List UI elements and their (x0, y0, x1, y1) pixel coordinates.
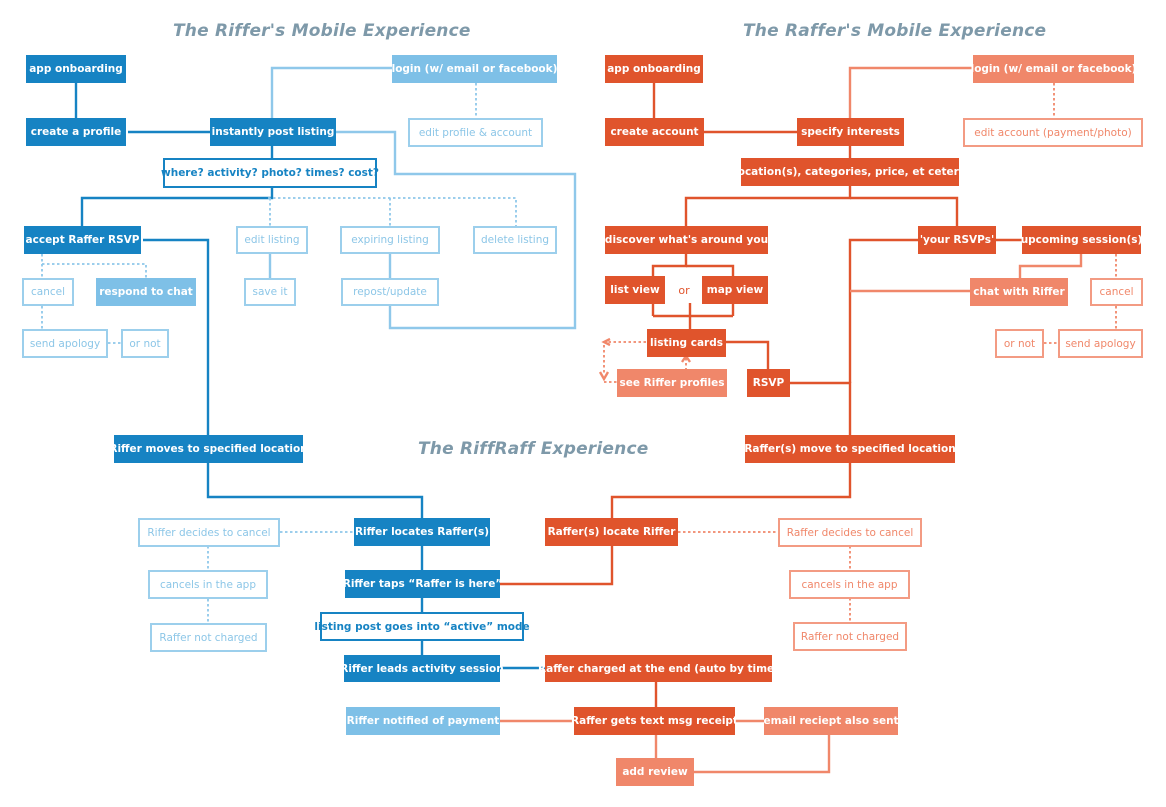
raffer-rsvp-node: RSVP (747, 369, 790, 397)
raffer-discover-node: 'discover what's around you' (602, 226, 771, 254)
riffer-edit-listing-node: edit listing (236, 226, 308, 254)
riffer-accept-rsvp-node: accept Raffer RSVP (24, 226, 141, 254)
connector (500, 546, 614, 586)
riffer-moves-node: Riffer moves to specified location (109, 435, 308, 463)
connector (206, 462, 424, 518)
raffer-listing-cards-node: listing cards (647, 329, 726, 357)
raffers-move-node: Raffer(s) move to specified location (744, 435, 956, 463)
connector (726, 340, 770, 369)
raffer-or-not-node: or not (995, 329, 1044, 358)
connector (651, 254, 688, 276)
raffer-app-onboarding-node: app onboarding (605, 55, 703, 83)
connector (610, 462, 852, 518)
connector (790, 381, 852, 435)
connector (143, 238, 210, 435)
raffer-charged-node: Raffer charged at the end (auto by time) (538, 655, 779, 682)
raffer-cancel-node: cancel (1090, 278, 1143, 306)
connector (41, 254, 147, 278)
riffer-leads-session-node: Riffer leads activity session (340, 655, 504, 682)
connector (1018, 254, 1083, 278)
riffer-section-title: The Riffer's Mobile Experience (173, 21, 471, 41)
raffer-specify-interests-node: specify interests (797, 118, 904, 146)
listing-active-mode-node: listing post goes into “active” mode (314, 612, 530, 641)
raffer-upcoming-sessions-node: upcoming session(s) (1021, 226, 1142, 254)
raffer-your-rsvps-node: 'your RSVPs' (918, 226, 996, 254)
raffer-cancels-in-app-node: cancels in the app (789, 570, 910, 599)
riffer-taps-raffer-here-node: Riffer taps “Raffer is here” (343, 570, 502, 598)
raffer-map-view-node: map view (702, 276, 768, 304)
connector (848, 238, 918, 383)
riffer-expiring-listing-node: expiring listing (340, 226, 440, 254)
riffer-decides-cancel-node: Riffer decides to cancel (138, 518, 280, 547)
raffer-see-riffer-profiles-node: see Riffer profiles (617, 369, 727, 397)
raffer-text-receipt-node: Raffer gets text msg receipt (571, 707, 738, 735)
raffer-or-label: or (678, 283, 690, 297)
connector (270, 66, 392, 118)
connector (268, 197, 517, 226)
riffer-repost-update-node: repost/update (341, 278, 439, 306)
riffer-app-onboarding-node: app onboarding (26, 55, 126, 83)
connector (601, 337, 611, 347)
riffer-edit-profile-node: edit profile & account (408, 118, 543, 147)
riffer-send-apology-node: send apology (22, 329, 108, 358)
riffer-respond-chat-node: respond to chat (96, 278, 196, 306)
riffer-raffer-not-charged-node: Raffer not charged (150, 623, 267, 652)
raffers-locate-riffer-node: Raffer(s) locate Riffer (545, 518, 678, 546)
riffer-instantly-post-node: instantly post listing (210, 118, 336, 146)
raffer-locations-categories-node: location(s), categories, price, et ceter… (734, 158, 966, 186)
riffer-locates-raffers-node: Riffer locates Raffer(s) (354, 518, 490, 546)
riffer-delete-listing-node: delete listing (473, 226, 557, 254)
raffer-edit-account-node: edit account (payment/photo) (963, 118, 1143, 147)
raffer-send-apology-node: send apology (1058, 329, 1143, 358)
connector (80, 188, 274, 226)
raffer-section-title: The Raffer's Mobile Experience (743, 21, 1047, 41)
riffer-or-not-node: or not (121, 329, 169, 358)
riffer-login-node: login (w/ email or facebook) (392, 55, 557, 83)
raffer-create-account-node: create account (605, 118, 704, 146)
riffer-listing-details-node: where? activity? photo? times? cost? (161, 158, 379, 188)
connector (850, 196, 959, 226)
add-review-node: add review (616, 758, 694, 786)
raffer-login-node: login (w/ email or facebook) (971, 55, 1136, 83)
connector (598, 371, 610, 382)
riffer-cancel-node: cancel (22, 278, 74, 306)
connector (848, 66, 973, 118)
riffer-cancels-in-app-node: cancels in the app (148, 570, 268, 599)
riffer-create-profile-node: create a profile (26, 118, 126, 146)
raffer-decides-cancel-node: Raffer decides to cancel (778, 518, 922, 547)
connector (336, 130, 577, 330)
raffer-list-view-node: list view (605, 276, 665, 304)
email-receipt-node: email reciept also sent (763, 707, 899, 735)
riffraff-section-title: The RiffRaff Experience (418, 439, 649, 459)
riffer-save-it-node: save it (244, 278, 296, 306)
raffer-chat-with-riffer-node: chat with Riffer (970, 278, 1068, 306)
raffer-not-charged-node: Raffer not charged (793, 622, 907, 651)
riffer-notified-payment-node: Riffer notified of payment (346, 707, 500, 735)
connector (686, 264, 735, 276)
connector (694, 735, 831, 774)
connector (684, 186, 852, 226)
